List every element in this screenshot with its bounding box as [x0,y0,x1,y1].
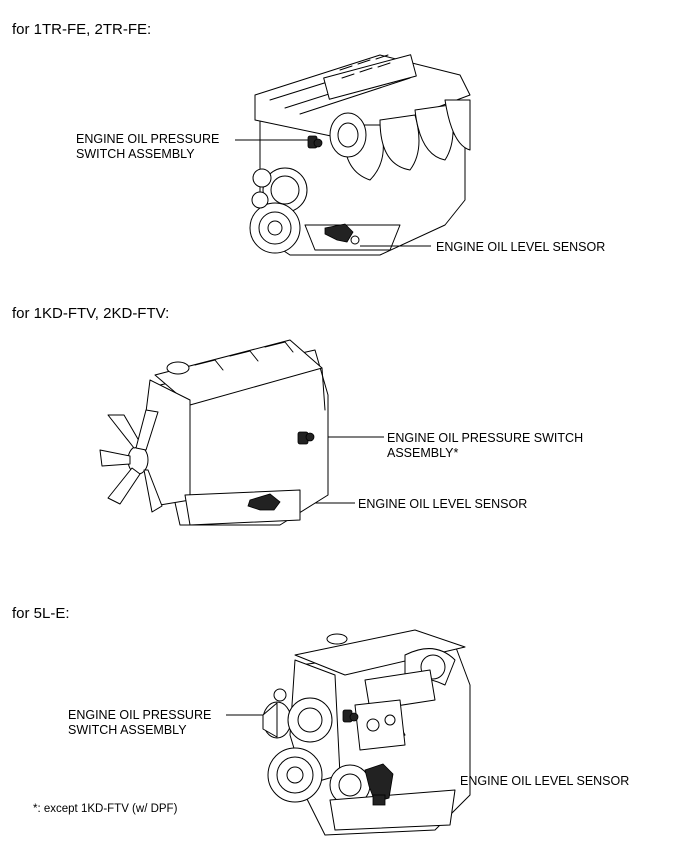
callout-line: ENGINE OIL PRESSURE [76,132,220,146]
callout-line: ENGINE OIL PRESSURE [68,708,212,722]
callout-line: ENGINE OIL PRESSURE SWITCH [387,431,584,445]
callout-line: ASSEMBLY* [387,446,459,460]
section-heading-1kd: for 1KD-FTV, 2KD-FTV: [12,305,170,322]
footnote: *: except 1KD-FTV (w/ DPF) [33,803,178,815]
callout-level-sensor-1kd: ENGINE OIL LEVEL SENSOR [358,497,528,511]
callout-line: SWITCH ASSEMBLY [68,723,187,737]
section-heading-5le: for 5L-E: [12,605,70,622]
engine-illustration-1kd [99,339,329,526]
engine-illustration-5le [262,629,471,836]
section-heading-1tr: for 1TR-FE, 2TR-FE: [12,21,152,38]
callout-level-sensor-1tr: ENGINE OIL LEVEL SENSOR [436,240,606,254]
callout-level-sensor-5le: ENGINE OIL LEVEL SENSOR [460,774,630,788]
engine-illustration-1tr [249,54,471,256]
callout-pressure-switch-1tr: ENGINE OIL PRESSURE SWITCH ASSEMBLY [76,132,219,162]
callout-line: SWITCH ASSEMBLY [76,147,195,161]
callout-pressure-switch-5le: ENGINE OIL PRESSURE SWITCH ASSEMBLY [68,708,211,738]
callout-pressure-switch-1kd: ENGINE OIL PRESSURE SWITCH ASSEMBLY* [387,431,583,461]
